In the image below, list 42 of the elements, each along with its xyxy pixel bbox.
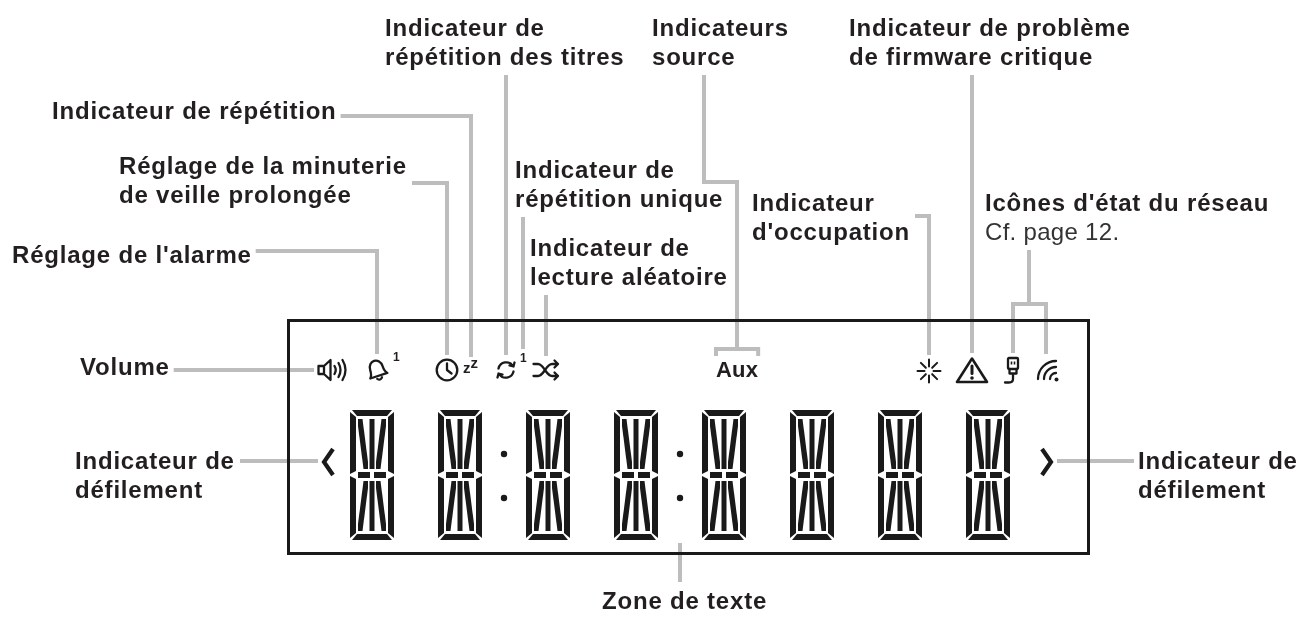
leader-line [173,368,314,372]
segment-digits-drawing [350,410,1010,540]
leader-line [544,295,548,356]
callout-label: Réglage de l'alarme [12,240,252,269]
superscript-digit: 1 [393,351,400,363]
callout-label: Indicateur de lecture aléatoire [530,233,729,291]
repeat-icon [494,358,518,382]
clock-icon [435,358,459,382]
shuffle-icon [532,359,560,381]
source-text: Aux [716,359,759,381]
leader-line [240,459,318,463]
leader-line [521,217,525,349]
callout-label: Indicateur de défilement [75,446,236,504]
chevron-right-icon [1040,447,1054,477]
superscript-digit: 1 [520,352,527,364]
page-reference-note: Cf. page 12. [985,217,1121,246]
callout-label: Indicateur de problème de firmware critique [849,13,1132,71]
callout-label: Zone de texte [602,586,768,615]
leader-line [970,75,974,353]
callout-label: Indicateurs source [652,13,790,71]
leader-line [412,181,449,355]
speaker-icon [317,358,350,382]
callout-label: Volume [80,352,170,381]
callout-label: Réglage de la minuterie de veille prolongée [119,151,408,209]
warning-icon [955,356,989,384]
chevron-left-icon [321,447,335,477]
leader-line [504,75,508,355]
callout-label: Indicateur de répétition des titres [385,13,626,71]
leader-line [1057,459,1134,463]
leader-line [255,249,379,354]
leader-line [702,73,761,358]
leader-line [340,114,473,357]
display-panel [287,319,1090,555]
callout-label: Indicateur de répétition unique [515,155,725,213]
callout-label: Indicateur de défilement [1138,446,1299,504]
leader-line [1027,250,1048,354]
callout-label: Icônes d'état du réseau [985,188,1270,217]
callout-label: Indicateur d'occupation [752,188,911,246]
leader-line [678,543,682,582]
leader-line [915,214,931,355]
callout-label: Indicateur de répétition [52,96,337,125]
spinner-icon [916,358,942,384]
